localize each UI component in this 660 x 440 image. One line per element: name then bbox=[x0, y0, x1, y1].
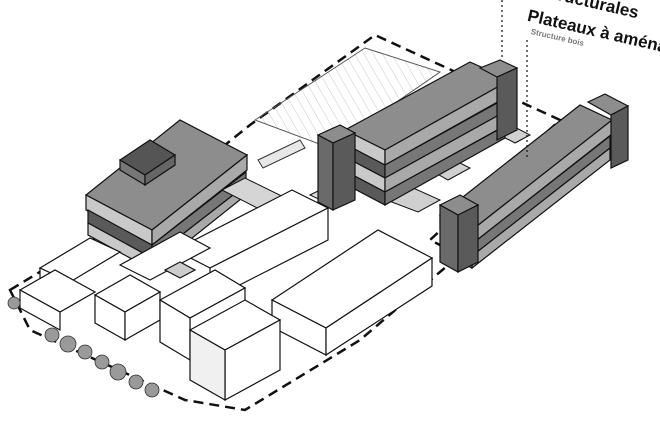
right-plateau-building bbox=[438, 93, 630, 274]
middle-plateau-building bbox=[316, 59, 519, 211]
trees bbox=[7, 296, 160, 398]
parking-lot bbox=[253, 47, 442, 169]
existing-buildings bbox=[18, 189, 434, 402]
leader-lines bbox=[501, 0, 528, 160]
